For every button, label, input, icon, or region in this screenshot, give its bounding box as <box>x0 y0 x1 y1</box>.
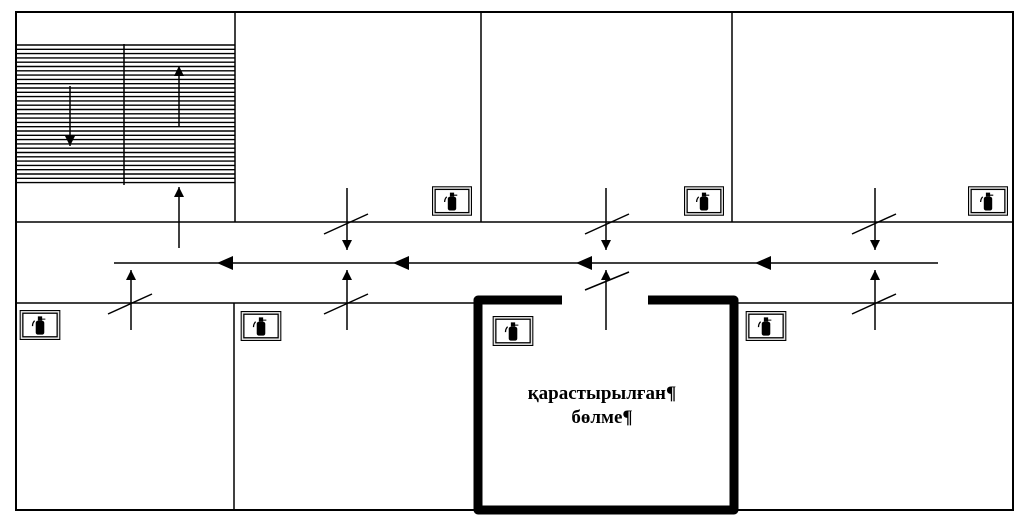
door-mark <box>584 271 630 291</box>
door-mark <box>107 293 153 315</box>
room-label-line-2: бөлме¶ <box>571 407 633 428</box>
fire-extinguisher-icon <box>745 311 787 341</box>
route-arrow <box>576 256 592 270</box>
room-label-line-1: қарастырылған¶ <box>527 383 677 404</box>
staircase <box>16 44 235 184</box>
route-arrow <box>217 256 233 270</box>
fire-extinguisher-icon <box>968 186 1008 216</box>
designated-room-label: қарастырылған¶ бөлме¶ <box>490 382 714 430</box>
route-arrow <box>393 256 409 270</box>
fire-extinguisher-icon <box>492 316 534 346</box>
building-outline <box>15 11 1014 511</box>
door-mark <box>851 293 897 315</box>
door-mark <box>851 213 897 235</box>
door-mark <box>584 213 630 235</box>
door-mark <box>323 213 369 235</box>
fire-extinguisher-icon <box>19 310 61 340</box>
fire-extinguisher-icon <box>432 186 472 216</box>
door-mark <box>323 293 369 315</box>
designated-room-walls <box>473 295 739 515</box>
fire-extinguisher-icon <box>684 186 724 216</box>
route-arrow <box>755 256 771 270</box>
fire-extinguisher-icon <box>240 311 282 341</box>
